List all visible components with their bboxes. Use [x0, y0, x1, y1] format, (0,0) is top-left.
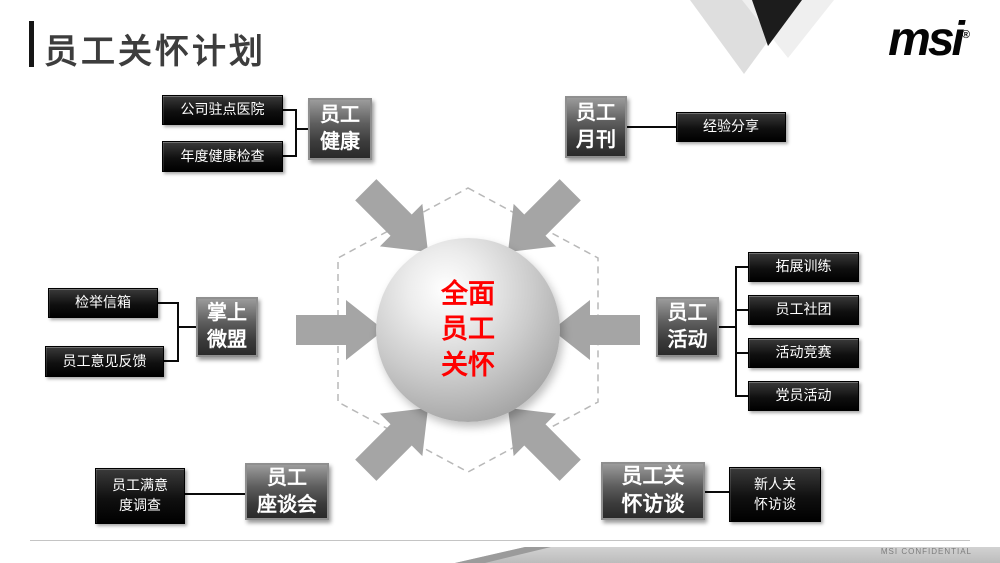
arrow-top-right-icon [508, 179, 581, 252]
category-employee-health: 员工 健康 [308, 98, 372, 160]
registered-mark-icon: ® [961, 29, 970, 41]
item-satisfaction-survey: 员工满意 度调查 [95, 468, 185, 524]
connector-lines [158, 109, 748, 495]
center-circle: 全面 员工 关怀 [376, 238, 560, 422]
item-experience-sharing: 经验分享 [676, 112, 786, 142]
item-employee-clubs: 员工社团 [748, 295, 859, 325]
item-report-mailbox: 检举信箱 [48, 288, 158, 318]
dashed-hexagon-outline [337, 187, 599, 473]
title-accent-bar [29, 21, 34, 67]
item-employee-feedback: 员工意见反馈 [45, 346, 164, 377]
category-palm-weimeng: 掌上 微盟 [196, 297, 258, 357]
confidential-label: MSI CONFIDENTIAL [880, 547, 972, 556]
arrow-left-icon [296, 300, 384, 360]
arrow-bottom-right-icon [508, 408, 581, 481]
footer-band-decoration [455, 547, 1000, 563]
msi-logo: msi® [888, 16, 970, 64]
item-newcomer-interview: 新人关 怀访谈 [729, 467, 821, 522]
arrow-bottom-left-icon [355, 408, 428, 481]
item-party-member-activity: 党员活动 [748, 381, 859, 411]
page-title: 员工关怀计划 [44, 33, 266, 71]
arrow-right-icon [552, 300, 640, 360]
footer-divider [30, 540, 970, 541]
category-employee-activity: 员工 活动 [656, 297, 719, 357]
item-outdoor-training: 拓展训练 [748, 252, 859, 282]
inward-arrows [296, 179, 640, 481]
category-care-interview: 员工关 怀访谈 [601, 462, 705, 520]
category-employee-monthly: 员工 月刊 [565, 96, 627, 158]
msi-logo-text: msi [888, 13, 965, 66]
item-company-hospital: 公司驻点医院 [162, 95, 283, 125]
arrow-top-left-icon [355, 179, 428, 252]
center-circle-label: 全面 员工 关怀 [441, 279, 495, 380]
item-activity-competition: 活动竞赛 [748, 338, 859, 368]
category-employee-forum: 员工 座谈会 [245, 463, 329, 520]
item-annual-checkup: 年度健康检查 [162, 141, 283, 172]
